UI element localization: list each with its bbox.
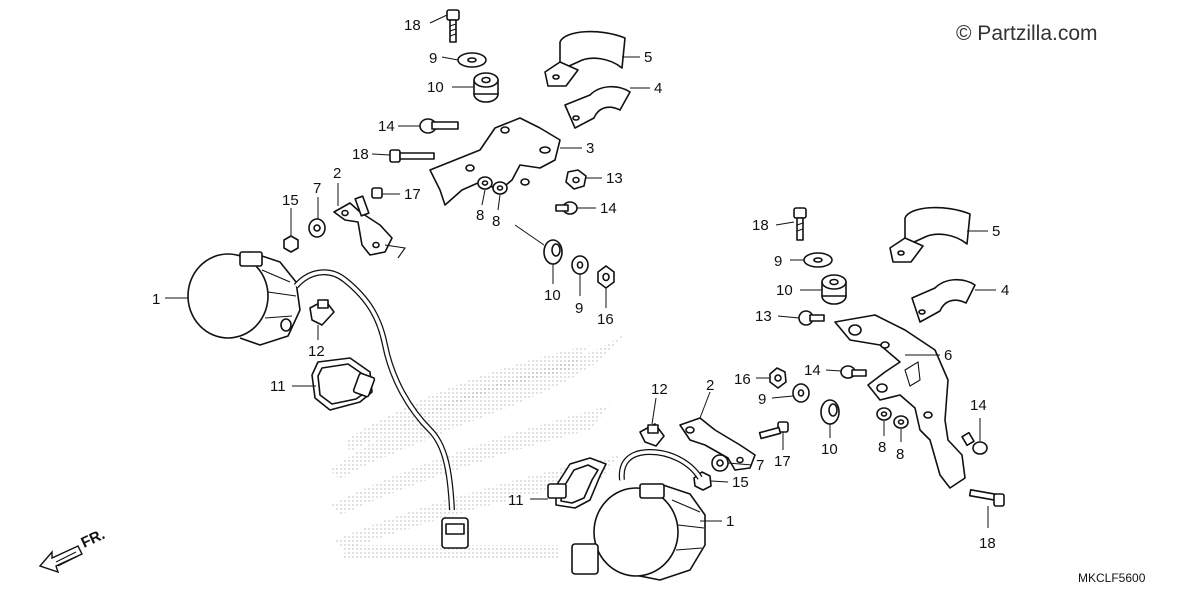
callout-10-left-top: 10	[427, 79, 444, 96]
wire-harness-left	[293, 269, 469, 549]
collar-7-right	[711, 454, 729, 472]
callout-14-right: 14	[804, 362, 821, 379]
band-11-left	[311, 357, 376, 411]
callout-13-left: 13	[606, 170, 623, 187]
callout-9-right: 9	[758, 391, 766, 408]
wing-watermark	[330, 330, 630, 560]
nut-15-left	[283, 235, 299, 253]
collar-8-right-a	[876, 407, 892, 421]
clamp-5-right	[889, 206, 971, 263]
callout-10-left-b: 10	[544, 287, 561, 304]
callout-7-left: 7	[313, 180, 321, 197]
callout-6-right: 6	[944, 347, 952, 364]
screw-13-right	[798, 310, 825, 326]
front-label: FR.	[79, 526, 108, 552]
grommet-10-left-top	[473, 72, 499, 103]
right-assembly: 18 9 10 5 4 13 6 16 14 9 10 8 8	[508, 206, 1009, 581]
bolt-14-right	[840, 365, 867, 379]
callout-1-right: 1	[726, 513, 734, 530]
copyright-watermark: © Partzilla.com	[956, 22, 1098, 45]
callout-11-right: 11	[508, 492, 524, 509]
bolt-18-left-top	[446, 9, 460, 43]
callout-16-left: 16	[597, 311, 614, 328]
collar-7-left	[308, 218, 326, 238]
callout-14-right-b: 14	[970, 397, 987, 414]
grommet-10-right-top	[821, 274, 847, 305]
callout-18-left-top: 18	[404, 17, 421, 34]
callout-14-left-b: 14	[600, 200, 617, 217]
callout-12-right: 12	[651, 381, 668, 398]
clamp-4-left	[564, 85, 631, 129]
callout-1-left: 1	[152, 291, 160, 308]
callout-17-left: 17	[404, 186, 421, 203]
connector-clip-12-left	[309, 299, 335, 326]
callout-15-right: 15	[732, 474, 749, 491]
bolt-18-right-bottom	[968, 488, 1005, 507]
callout-7-right: 7	[756, 457, 764, 474]
nut-16-left	[597, 265, 615, 289]
callout-18-right-bottom: 18	[979, 535, 996, 552]
washer-9-left-b	[571, 255, 589, 275]
callout-16-right: 16	[734, 371, 751, 388]
callout-9-left-top: 9	[429, 50, 437, 67]
callout-13-right: 13	[755, 308, 772, 325]
callout-8-left-b: 8	[492, 213, 500, 230]
callout-8-right-b: 8	[896, 446, 904, 463]
collar-8-left-a	[477, 176, 493, 190]
callout-11-left: 11	[270, 378, 286, 395]
callout-5-right: 5	[992, 223, 1000, 240]
stay-2-left	[333, 202, 406, 259]
callout-4-left: 4	[654, 80, 662, 97]
callout-18-right-top: 18	[752, 217, 769, 234]
callout-4-right: 4	[1001, 282, 1009, 299]
bolt-18-right-top	[793, 207, 807, 241]
callout-3-left: 3	[586, 140, 594, 157]
callout-9-right-top: 9	[774, 253, 782, 270]
callout-10-right-top: 10	[776, 282, 793, 299]
stay-2-right	[679, 417, 756, 471]
callout-18-left-mid: 18	[352, 146, 369, 163]
diagram-code: MKCLF5600	[1078, 571, 1146, 585]
bolt-17-right	[758, 421, 789, 440]
callout-8-right-a: 8	[878, 439, 886, 456]
nut-13-left	[565, 169, 587, 190]
bracket-6-right	[834, 314, 966, 489]
grommet-10-right	[820, 399, 840, 425]
bolt-14-left	[419, 118, 459, 134]
collar-8-left-b	[492, 181, 508, 195]
callout-10-right: 10	[821, 441, 838, 458]
clamp-4-right	[911, 278, 976, 323]
callout-14-left: 14	[378, 118, 395, 135]
collar-8-right-b	[893, 415, 909, 429]
washer-9-right-top	[803, 252, 833, 268]
callout-2-right: 2	[706, 377, 714, 394]
bracket-3-left	[429, 117, 561, 206]
nut-16-right	[769, 367, 787, 389]
connector-clip-12-right	[639, 423, 665, 447]
fog-lamp-1-left	[187, 251, 301, 346]
washer-9-left-top	[457, 52, 487, 68]
front-arrow-icon: FR.	[38, 526, 108, 574]
left-assembly: 18 9 10 14 18 5 4 3 13 14 8 8 2	[152, 9, 662, 549]
clamp-5-left	[544, 30, 626, 87]
callout-2-left: 2	[333, 165, 341, 182]
callout-17-right: 17	[774, 453, 791, 470]
callout-12-left: 12	[308, 343, 325, 360]
band-11-right	[547, 457, 607, 509]
fog-lamp-1-right	[571, 449, 706, 581]
bolt-14-right-b	[961, 431, 988, 455]
callout-15-left: 15	[282, 192, 299, 209]
screw-14-left-b	[555, 201, 578, 215]
bolt-17-left	[354, 187, 383, 217]
grommet-10-left-b	[543, 239, 563, 265]
callout-5-left: 5	[644, 49, 652, 66]
bolt-18-left-mid	[389, 149, 435, 163]
callout-9-left-b: 9	[575, 300, 583, 317]
washer-9-right	[792, 383, 810, 403]
callout-8-left-a: 8	[476, 207, 484, 224]
